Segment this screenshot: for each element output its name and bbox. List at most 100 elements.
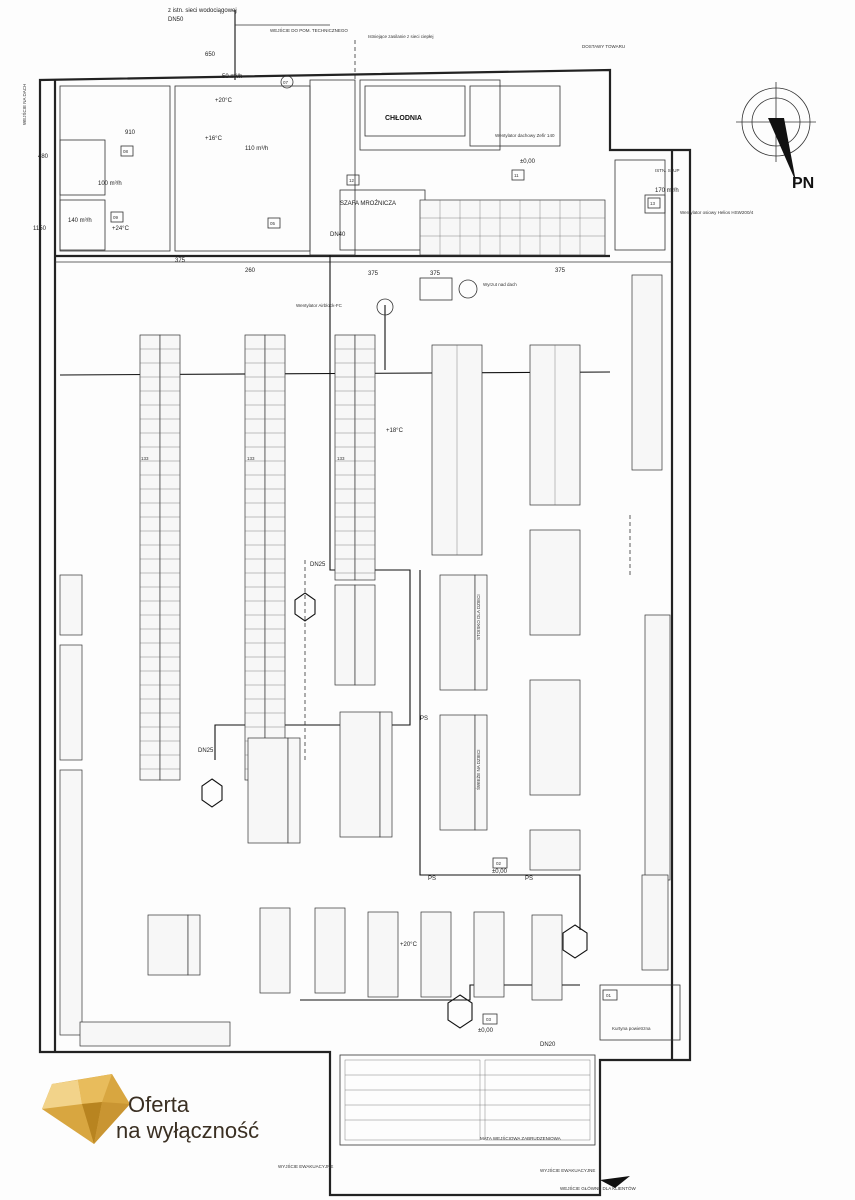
freezer-island-2 — [529, 344, 581, 506]
marker-13: 13 — [647, 197, 661, 209]
marker-11: 11 — [511, 169, 525, 181]
dim-375d: 375 — [555, 268, 566, 274]
level-2: ±0,00 — [492, 869, 508, 875]
main-entry: WEJŚCIE GŁÓWNE DLA KLIENTÓW — [560, 1184, 637, 1191]
pipe-ps1: PS — [420, 716, 428, 722]
label-flow-140: 140 m³/h — [68, 218, 92, 224]
heater-3 — [562, 924, 588, 959]
room-szafa: SZAFA MROŹNICZA — [340, 200, 396, 207]
pipe-ps2: PS — [525, 876, 533, 882]
wall-shelf-left — [59, 574, 231, 1047]
label-temp-18: +18°C — [386, 428, 404, 434]
marker-02: 02 — [492, 857, 508, 869]
heater-1 — [294, 592, 316, 622]
dim-375a: 375 — [175, 258, 186, 264]
room-chlodnia: CHŁODNIA — [385, 115, 422, 122]
pipe-dn40: DN40 — [330, 232, 346, 238]
label-flow-100: 100 m³/h — [98, 181, 122, 187]
label-wentylator: Wentylator Airblock-FC — [296, 303, 343, 308]
wall-shelf-middle — [529, 529, 581, 871]
kurtyna-label: Kurtyna powietrzna — [612, 1026, 651, 1031]
entrance-vestibule — [339, 984, 681, 1146]
dim-650: 650 — [205, 52, 216, 58]
marker-05: 05 — [267, 217, 281, 229]
technical-entry: WEJŚCIE DO POM. TECHNICZNEGO — [270, 26, 348, 33]
marker-08: 08 — [120, 145, 134, 157]
goods-delivery: DOSTAWY TOWARU — [582, 44, 625, 49]
svg-text:02: 02 — [496, 861, 502, 866]
display-table-2 — [439, 714, 488, 831]
display-table-3 — [339, 711, 393, 838]
dim-375b: 375 — [368, 271, 379, 277]
compass-label: PN — [792, 175, 814, 192]
exit-left: WYJŚCIE EWAKUACYJNE — [278, 1162, 333, 1169]
dim-260: 260 — [245, 268, 256, 274]
label-flow-50: 50 m³/h — [222, 74, 242, 80]
logo-text-line2: na wyłączność — [116, 1118, 260, 1143]
entry-arrow-icon — [600, 1176, 630, 1188]
svg-text:08: 08 — [123, 149, 129, 154]
marker-01: 01 — [602, 989, 618, 1001]
display-table-1 — [439, 574, 488, 691]
marker-12: 12 — [346, 174, 360, 186]
shelf-row-3 — [334, 334, 376, 581]
marker-07: 07 — [280, 75, 294, 89]
marker-03: 03 — [482, 1013, 498, 1025]
svg-text:01: 01 — [606, 993, 612, 998]
shelf-row-2 — [244, 334, 286, 781]
dim-910: 910 — [125, 130, 136, 136]
pipe-ps3: PS — [428, 876, 436, 882]
pipe-dn25a: DN25 — [310, 562, 326, 568]
label-wyrzut: Wyrzut nad dach — [483, 282, 517, 287]
display-table-5 — [147, 914, 201, 976]
label-temp-24: +24°C — [112, 226, 130, 232]
label-flow-170: 170 m³/h — [655, 188, 679, 194]
dim-1150: 1150 — [33, 226, 47, 232]
label-temp-20a: +20°C — [215, 98, 233, 104]
heater-2 — [201, 778, 223, 808]
label-wentylator-dachowy: Wentylator dachowy Zefir 140 — [495, 133, 555, 138]
water-note: z istn. sieci wodociągowej — [168, 8, 237, 14]
zone-swieze: ŚWIEŻE NA DZIECI — [474, 749, 481, 790]
aisle-label-2: 133 — [247, 456, 255, 461]
shelf-row-1 — [139, 334, 181, 781]
dim-375c: 375 — [430, 271, 441, 277]
label-istn-slup: ISTN. SŁUP — [655, 168, 680, 173]
exit-mid: WYJŚCIE EWAKUACYJNE — [540, 1166, 595, 1173]
checkout-lanes — [259, 907, 563, 1001]
display-table-4 — [247, 737, 301, 844]
dim-480: 480 — [38, 154, 49, 160]
roof-entry: WEJŚCIE NA DACH — [20, 84, 27, 125]
water-dn: DN50 — [168, 17, 184, 23]
svg-text:07: 07 — [283, 80, 289, 85]
label-wentylator-osiowy: Wentylator osiowy Helios HSW200/4 — [680, 210, 754, 215]
shelf-row-4 — [334, 584, 376, 686]
svg-text:12: 12 — [349, 178, 355, 183]
logo-text-line1: Oferta — [128, 1092, 190, 1117]
svg-text:03: 03 — [486, 1017, 492, 1022]
svg-text:09: 09 — [113, 215, 119, 220]
marker-09: 09 — [110, 211, 124, 223]
zone-stoisko: STOISKO DLA DZIECI — [476, 594, 481, 640]
north-compass: PN — [736, 82, 816, 192]
mata-label: MATA WEJŚCIOWA ZABRUDZENIOWA — [480, 1134, 561, 1141]
aisle-label-3: 133 — [337, 456, 345, 461]
brand-logo-icon — [42, 1074, 130, 1144]
label-flow-110: 110 m³/h — [245, 146, 268, 152]
heater-4 — [447, 994, 473, 1029]
level-1: ±0,00 — [520, 159, 536, 165]
outer-wall — [38, 68, 692, 1197]
pipe-dn25b: DN25 — [198, 748, 214, 754]
label-temp-20b: +20°C — [400, 942, 418, 948]
aisle-label-1: 133 — [141, 456, 149, 461]
power-note: Istniejące zasilanie z sieci ciepłej — [368, 34, 434, 39]
label-temp-16: +16°C — [205, 136, 223, 142]
freezer-island-1 — [431, 344, 483, 556]
wall-shelf-right — [631, 274, 671, 971]
svg-text:11: 11 — [514, 173, 519, 178]
svg-text:05: 05 — [270, 221, 276, 226]
pipe-dn20: DN20 — [540, 1042, 556, 1048]
level-3: ±0,00 — [478, 1028, 494, 1034]
